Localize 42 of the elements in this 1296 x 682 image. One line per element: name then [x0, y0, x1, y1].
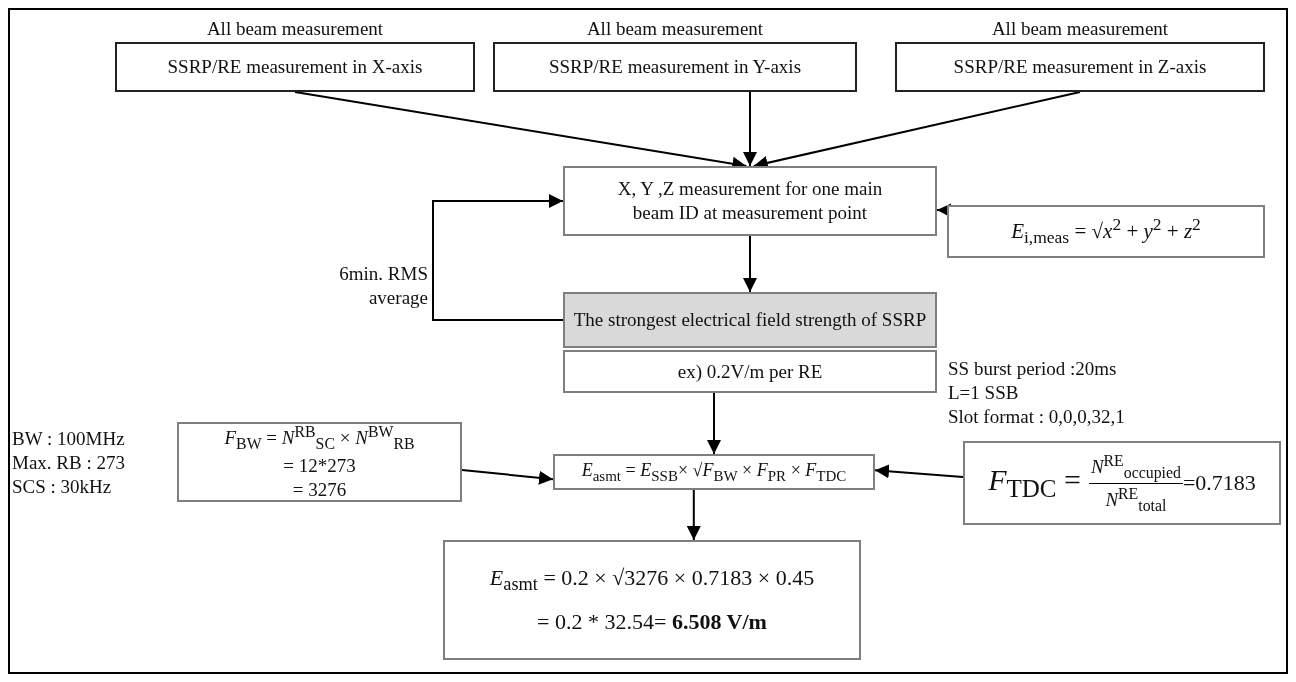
arrow	[743, 235, 757, 293]
arrow	[432, 194, 564, 321]
box-text: X, Y ,Z measurement for one main beam ID at measurement point	[616, 177, 884, 225]
formula-text: = 3276	[292, 477, 347, 502]
box-text: The strongest electrical field strength of SSRP	[573, 308, 927, 332]
result-box	[443, 540, 861, 660]
process-box	[895, 42, 1265, 92]
process-box	[115, 42, 475, 92]
arrow	[936, 203, 952, 218]
arrow	[743, 91, 757, 167]
note-text: BW : 100MHz	[12, 428, 125, 450]
arrow	[461, 469, 554, 485]
process-box	[563, 166, 937, 236]
caption-text: All beam measurement	[205, 18, 385, 40]
arrow	[874, 464, 964, 479]
formula-text: F$_{TDC}$ =	[988, 462, 1081, 505]
box-text: SSRP/RE measurement in Z-axis	[953, 55, 1207, 79]
note-text: SS burst period :20ms	[948, 358, 1117, 380]
formula-text: E$_{asmt}$ = E$_{SSB}$× √F$_{BW}$ × F$_{PR}$ × F$_{TDC}$	[581, 458, 847, 486]
note-text: Max. RB : 273	[12, 452, 125, 474]
formula-text: E$_{asmt}$ = 0.2 × √3276 × 0.7183 × 0.45	[489, 564, 815, 597]
arrow	[707, 392, 721, 455]
process-box	[563, 350, 937, 393]
formula-box	[177, 422, 462, 502]
formula-text: = 12*273	[283, 454, 356, 478]
formula-text: = 0.2 * 32.54= 6.508 V/m	[537, 608, 767, 636]
box-text: SSRP/RE measurement in X-axis	[167, 55, 423, 79]
process-box	[493, 42, 857, 92]
caption-text: All beam measurement	[990, 18, 1170, 40]
formula-text: E$_{i,meas}$ = √x$^{2}$ + y$^{2}$ + z$^{2}$	[1011, 213, 1201, 250]
note-text: SCS : 30kHz	[12, 476, 112, 498]
note-text: Slot format : 0,0,0,32,1	[948, 406, 1125, 428]
box-text: SSRP/RE measurement in Y-axis	[548, 55, 802, 79]
note-text: L=1 SSB	[948, 382, 1019, 404]
arrow	[686, 489, 701, 541]
formula-box	[963, 441, 1281, 525]
box-text: ex) 0.2V/m per RE	[677, 359, 823, 384]
process-box	[563, 292, 937, 348]
formula-text: =0.7183	[1182, 469, 1256, 497]
formula-box	[947, 205, 1265, 258]
formula-box	[553, 454, 875, 490]
caption-text: All beam measurement	[585, 18, 765, 40]
